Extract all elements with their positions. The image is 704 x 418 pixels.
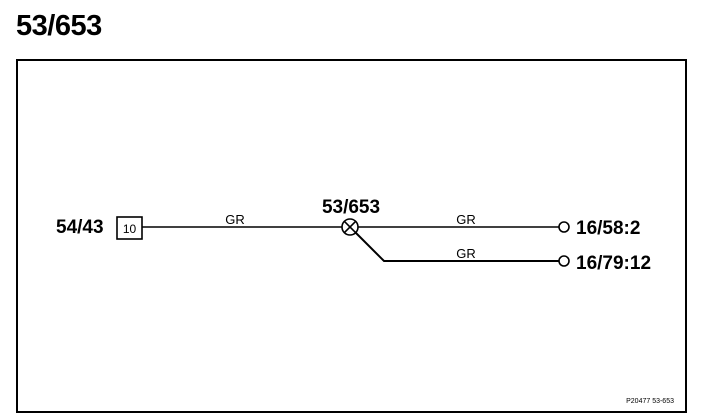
- pin-number: 10: [123, 222, 137, 236]
- splice-icon: [341, 218, 359, 236]
- diagram-frame: [16, 59, 687, 413]
- page-title: 53/653: [16, 10, 102, 42]
- figure-reference: P20477 53-653: [626, 398, 674, 405]
- wire-color-label-1: GR: [225, 212, 245, 227]
- destination-label-1: 16/58:2: [576, 218, 640, 239]
- pin-box: [116, 216, 143, 240]
- wire-color-label-3: GR: [456, 246, 476, 261]
- terminal-icon-2: [558, 255, 570, 267]
- wire-color-label-2: GR: [456, 212, 476, 227]
- wire-splice-to-dest-2: [354, 231, 559, 262]
- splice-label: 53/653: [322, 197, 380, 218]
- terminal-icon-1: [558, 221, 570, 233]
- source-connector-label: 54/43: [56, 217, 104, 238]
- destination-label-2: 16/79:12: [576, 253, 651, 274]
